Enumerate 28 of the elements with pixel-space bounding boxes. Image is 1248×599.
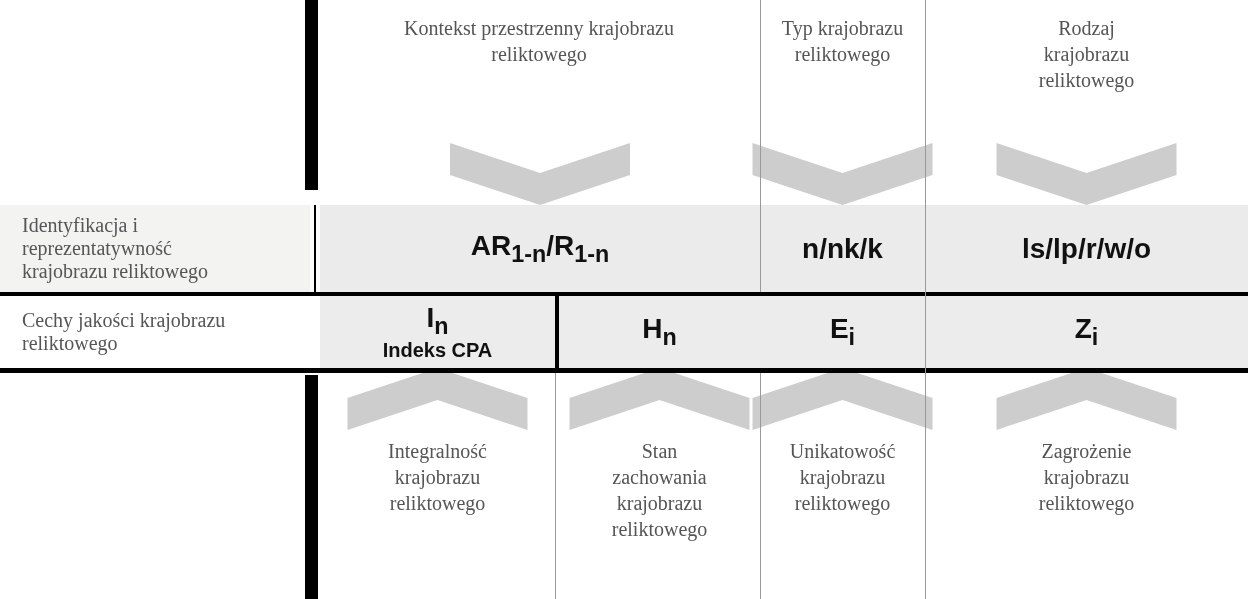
symbol-text: AR$_{1-n}$/R$_{1-n}$ bbox=[470, 229, 610, 268]
symbol-text: E$_{i}$ bbox=[829, 313, 856, 351]
chevron-arrow bbox=[996, 143, 1177, 205]
index-label: Indeks CPA bbox=[382, 339, 493, 363]
table-cell bbox=[925, 205, 1248, 292]
category-label: Typ krajobrazu reliktowego bbox=[780, 16, 905, 67]
row-label: Identyfikacja i reprezentatywność krajobrazu reliktowego bbox=[22, 214, 210, 283]
table-cell bbox=[760, 205, 925, 292]
table-cell bbox=[760, 296, 925, 368]
symbol-text: n/nk/k bbox=[802, 232, 883, 265]
chevron-arrow bbox=[450, 143, 630, 205]
category-label: Rodzaj krajobrazu reliktowego bbox=[1037, 16, 1136, 93]
table-cell bbox=[320, 205, 760, 292]
category-label: Unikatowość krajobrazu reliktowego bbox=[788, 439, 897, 516]
row-header-cell bbox=[0, 205, 310, 292]
category-label: Zagrożenie krajobrazu reliktowego bbox=[1037, 439, 1136, 516]
table-cell bbox=[925, 296, 1248, 368]
table-cell bbox=[320, 296, 555, 368]
table-cell bbox=[559, 296, 760, 368]
symbol-text: Z$_{i}$ bbox=[1074, 313, 1099, 351]
symbol-text: ls/lp/r/w/o bbox=[1021, 232, 1152, 265]
row-label: Cechy jakości krajobrazu reliktowego bbox=[22, 309, 227, 355]
symbol-text: H$_{n}$ bbox=[642, 313, 677, 351]
category-label: Kontekst przestrzenny krajobrazu reliktowego bbox=[403, 16, 675, 67]
category-label: Integralność krajobrazu reliktowego bbox=[387, 439, 488, 516]
chevron-arrow bbox=[752, 143, 933, 205]
symbol-text: I$_{n}$ bbox=[426, 301, 449, 340]
category-label: Stan zachowania krajobrazu reliktowego bbox=[610, 439, 709, 542]
